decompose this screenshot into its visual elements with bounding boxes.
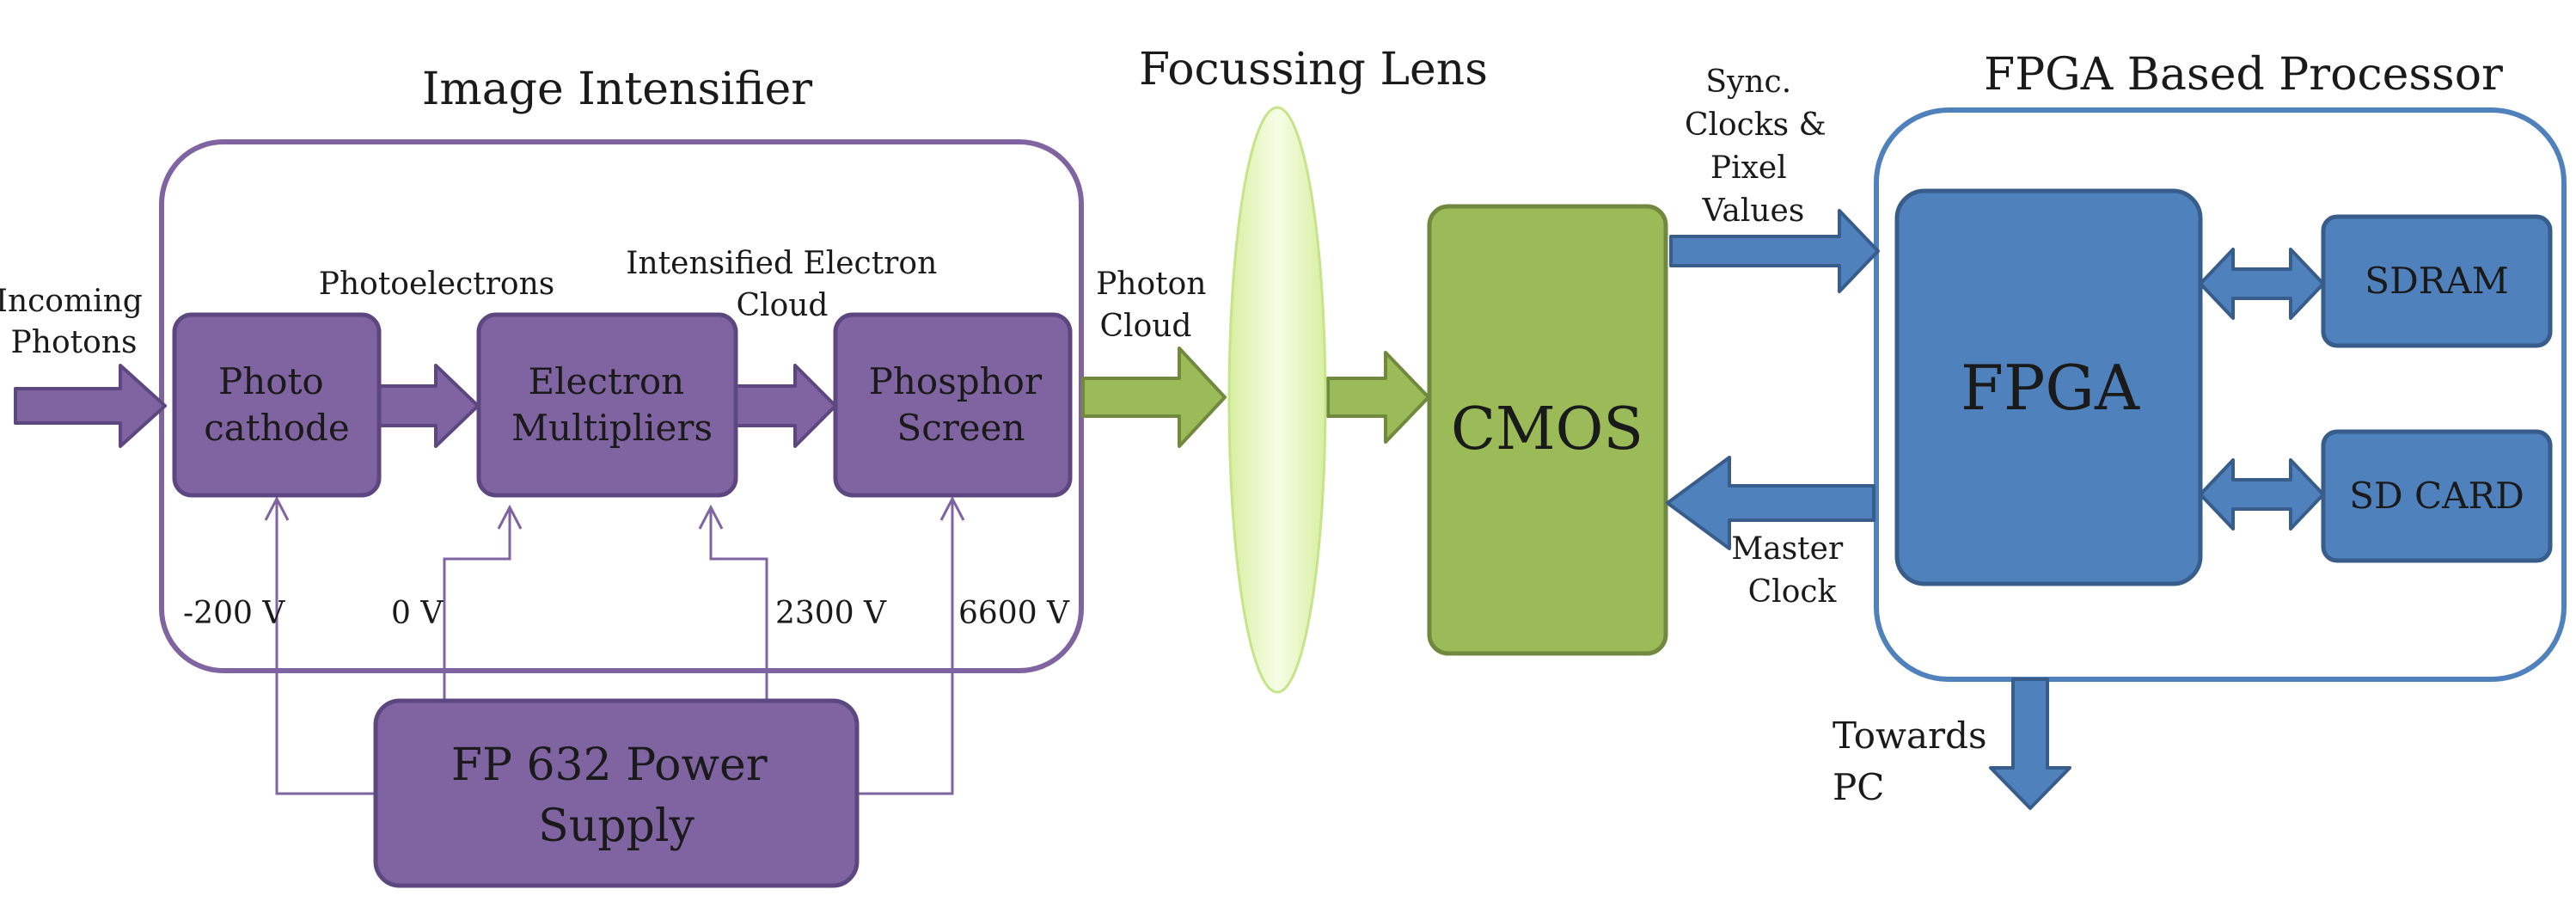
fpga-sdram-arrow <box>2199 248 2325 320</box>
incoming-photons-arrow <box>14 364 167 448</box>
arrow-screen-to-lens <box>1081 347 1227 448</box>
fpga-label: FPGA <box>1961 352 2140 424</box>
cmos-label: CMOS <box>1451 396 1643 463</box>
towards-pc-label: Towards PC <box>1833 715 1998 808</box>
sdram-block <box>2321 214 2553 348</box>
green-arrows <box>1081 347 1430 448</box>
blue-arrows <box>1666 209 2325 810</box>
wire-electron-multipliers-in <box>443 507 511 701</box>
wire-photo-cathode <box>275 499 376 795</box>
voltage-label-cathode: -200 V <box>183 596 285 631</box>
voltage-label-screen: 6600 V <box>958 596 1070 631</box>
arrow-cathode-to-multipliers <box>377 364 480 448</box>
arrow-lens-to-cmos <box>1326 351 1430 444</box>
purple-arrows <box>14 364 837 448</box>
master-clock-label: Master Clock <box>1731 531 1852 610</box>
arrow-multipliers-to-screen <box>734 364 837 448</box>
electron-multipliers-label: Electron Multipliers <box>511 360 713 449</box>
intensified-cloud-label: Intensified Electron Cloud <box>626 246 946 323</box>
fpga-processor-title: FPGA Based Processor <box>1984 49 2503 101</box>
fpga-block <box>1894 188 2203 586</box>
photoelectrons-label: Photoelectrons <box>319 267 555 302</box>
power-wires <box>275 499 954 795</box>
master-clock-arrow <box>1666 456 1875 550</box>
sd-card-label: SD CARD <box>2349 475 2524 517</box>
photo-cathode-block <box>172 312 382 498</box>
photo-cathode-label: Photo cathode <box>204 360 350 449</box>
image-intensifier-title: Image Intensifier <box>422 64 812 115</box>
wire-electron-multipliers-out <box>709 507 768 701</box>
phosphor-screen-label: Phosphor Screen <box>869 360 1054 449</box>
fpga-sdcard-arrow <box>2199 458 2325 531</box>
sd-card-block <box>2321 429 2553 563</box>
sync-label: Sync. Clocks & Pixel Values <box>1685 64 1836 229</box>
fpga-processor-container <box>1874 107 2567 682</box>
electron-multipliers-block <box>476 312 738 498</box>
phosphor-screen-block <box>833 312 1073 498</box>
cmos-block <box>1427 204 1668 656</box>
sync-arrow <box>1669 209 1880 293</box>
power-supply-label: FP 632 Power Supply <box>451 739 781 852</box>
voltage-label-multiplier-out: 2300 V <box>775 596 887 631</box>
wire-arrowheads <box>264 495 965 530</box>
power-supply-block <box>373 698 860 888</box>
focussing-lens <box>1227 106 1327 694</box>
voltage-label-multiplier-in: 0 V <box>391 596 444 631</box>
focussing-lens-title: Focussing Lens <box>1139 44 1488 95</box>
photon-cloud-label: Photon Cloud <box>1096 267 1216 344</box>
towards-pc-arrow <box>1989 678 2071 810</box>
incoming-photons-label: Incoming Photons <box>0 284 152 360</box>
sdram-label: SDRAM <box>2365 260 2508 302</box>
wire-phosphor-screen <box>857 499 954 795</box>
